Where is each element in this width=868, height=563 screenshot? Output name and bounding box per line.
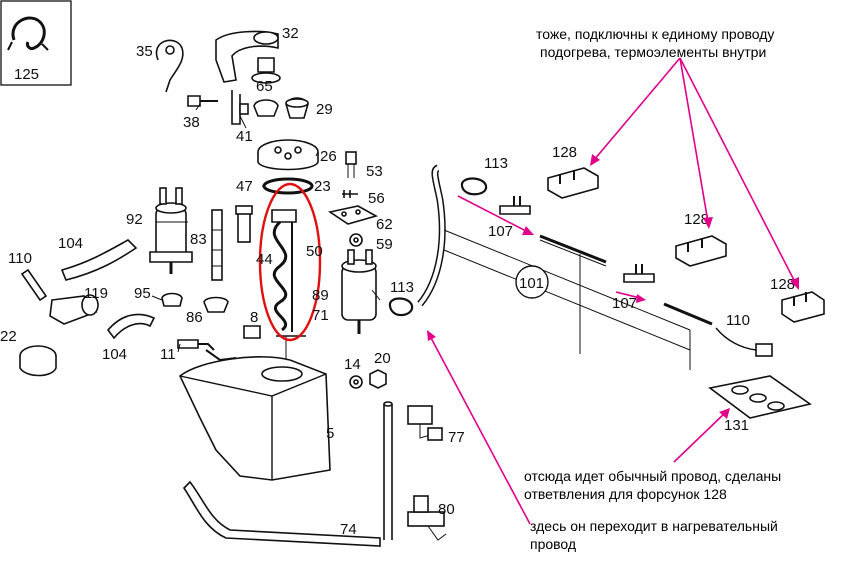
label-32: 32: [282, 25, 299, 42]
left-parts: [19, 187, 261, 377]
label-41: 41: [236, 128, 253, 145]
label-26: 26: [320, 148, 337, 165]
label-56: 56: [368, 190, 385, 207]
label-53: 53: [366, 163, 383, 180]
label-50: 50: [306, 243, 323, 260]
note-mid-line1: отсюда идет обычный провод, сделаны: [524, 468, 781, 484]
top-parts: [155, 30, 379, 247]
label-14: 14: [344, 356, 361, 373]
label-101: 101: [519, 275, 544, 292]
label-22: 22: [0, 328, 17, 345]
label-95: 95: [134, 285, 151, 302]
label-128-top: 128: [552, 144, 577, 161]
label-110-right: 110: [726, 312, 750, 329]
heated-hose-assembly: [417, 164, 825, 419]
lower-hose-assembly: [182, 401, 447, 547]
label-47: 47: [236, 178, 253, 195]
label-113-lower: 113: [390, 279, 414, 296]
label-5: 5: [326, 425, 334, 442]
annotation-arrows: [427, 57, 799, 525]
label-29: 29: [316, 101, 333, 118]
label-44: 44: [256, 251, 273, 268]
note-top-line2: подогрева, термоэлементы внутри: [540, 44, 766, 60]
highlight-ellipse: [258, 182, 322, 342]
label-71: 71: [312, 307, 329, 324]
label-80: 80: [438, 501, 455, 518]
label-107-lower: 107: [612, 295, 637, 312]
label-86: 86: [186, 309, 203, 326]
part-labels: 125 35 32 65 29 38 41 26 53 47 23 56 62 …: [0, 25, 795, 538]
label-20: 20: [374, 350, 391, 367]
note-top-line1: тоже, подключны к единому проводу: [536, 26, 774, 42]
label-110-left: 110: [8, 250, 32, 267]
label-131: 131: [724, 417, 749, 434]
label-128-middle: 128: [684, 211, 709, 228]
label-113-upper: 113: [484, 155, 508, 172]
label-104-lower: 104: [102, 346, 127, 363]
right-pump: [341, 249, 414, 389]
leader-lines: [151, 103, 381, 353]
label-23: 23: [314, 178, 331, 195]
annotation-notes: тоже, подключны к единому проводу подогр…: [524, 26, 781, 552]
label-8: 8: [250, 309, 258, 326]
label-119: 119: [84, 285, 108, 302]
label-35: 35: [136, 43, 153, 60]
label-92: 92: [126, 211, 143, 228]
note-bot-line1: здесь он переходит в нагревательный: [530, 518, 778, 534]
label-77: 77: [448, 429, 465, 446]
washer-tank: [179, 209, 331, 481]
label-89: 89: [312, 287, 329, 304]
label-59: 59: [376, 236, 393, 253]
label-107-upper: 107: [488, 223, 513, 240]
label-62: 62: [376, 216, 393, 233]
label-128-right: 128: [770, 276, 795, 293]
inset-box-125: [0, 0, 72, 86]
note-mid-line2: ответвления для форсунок 128: [524, 486, 727, 502]
label-65: 65: [256, 78, 273, 95]
note-bot-line2: провод: [530, 536, 576, 552]
label-11: 11: [160, 346, 176, 363]
label-104-upper: 104: [58, 235, 83, 252]
label-74: 74: [340, 521, 357, 538]
label-83: 83: [190, 231, 207, 248]
label-125: 125: [14, 66, 39, 83]
label-38: 38: [183, 114, 200, 131]
